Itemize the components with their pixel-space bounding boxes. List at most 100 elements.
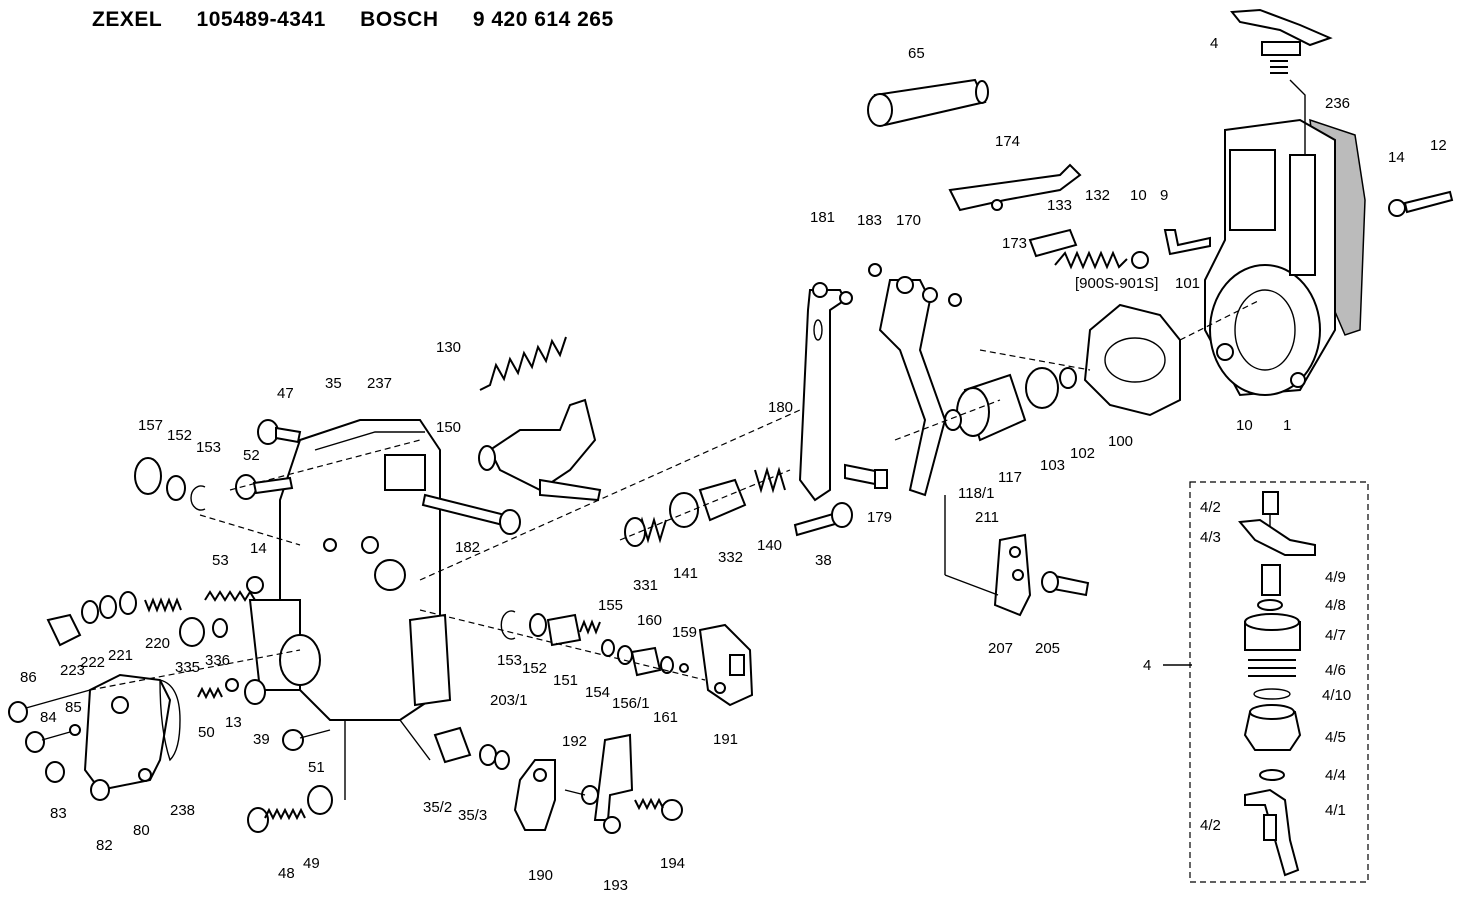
label-180: 180 [768,399,793,416]
label-153a: 153 [196,439,221,456]
part-52-screw [235,474,294,500]
header-brand-zexel: ZEXEL [92,8,163,31]
label-183: 183 [857,212,882,229]
part-85-washer [69,724,81,736]
label-152a: 152 [167,427,192,444]
part-193-bracket [593,733,634,834]
part-48-screw [247,807,306,833]
label-83: 83 [50,805,67,822]
label-51: 51 [308,759,325,776]
part-4-box [1189,481,1369,883]
label-80: 80 [133,822,150,839]
label-118: 118/1 [958,485,994,502]
part-191-block [698,623,754,707]
label-161: 161 [653,709,678,726]
label-14a: 14 [1388,149,1405,166]
part-83-screw [45,761,65,783]
label-205: 205 [1035,640,1060,657]
label-353: 35/3 [458,807,487,824]
part-160-sleeve [630,646,662,677]
label-k49: 4/9 [1325,569,1346,586]
label-332: 332 [718,549,743,566]
label-9: 9 [1160,187,1168,204]
assembly-lines [89,299,1261,800]
label-194: 194 [660,855,685,872]
label-102: 102 [1070,445,1095,462]
part-222-washer [81,600,99,624]
part-151-sleeve [546,613,582,647]
part-335-plug [179,617,205,647]
part-133-pin [1028,228,1078,258]
part-179-pin [844,463,888,489]
part-161-washer [660,656,674,674]
label-48: 48 [278,865,295,882]
part-190-lever [513,759,556,831]
part-51-screw [282,729,331,751]
part-35-3-ring [479,744,497,766]
label-82: 82 [96,837,113,854]
part-156-1-washer [617,645,633,665]
label-103: 103 [1040,457,1065,474]
part-153-clip [500,610,516,640]
label-k43: 4/3 [1200,529,1221,546]
part-140-spring [754,466,786,494]
label-k42a: 4/2 [1200,499,1221,516]
label-35: 35 [325,375,342,392]
part-174-lever [948,163,1082,212]
part-80-cover [83,673,172,792]
label-192: 192 [562,733,587,750]
label-220: 220 [145,635,170,652]
diagram-header: ZEXEL 105489-4341 BOSCH 9 420 614 265 [92,8,642,38]
label-207: 207 [988,640,1013,657]
label-156: 156/1 [612,695,650,712]
label-39: 39 [253,731,270,748]
label-100: 100 [1108,433,1133,450]
part-221b-washer [119,591,137,615]
label-k47: 4/7 [1325,627,1346,644]
label-1: 1 [1283,417,1291,434]
label-150: 150 [436,419,461,436]
label-170: 170 [896,212,921,229]
label-223: 223 [60,662,85,679]
label-101: 101 [1175,275,1200,292]
label-10b: 10 [1236,417,1253,434]
label-900: [900S-901S] [1075,275,1158,292]
label-191: 191 [713,731,738,748]
part-38-screw [793,502,853,537]
part-182-bolt [421,493,521,535]
label-238: 238 [170,802,195,819]
label-53: 53 [212,552,229,569]
label-331: 331 [633,577,658,594]
part-132-spring [1054,250,1128,270]
part-35-pump-body [248,419,452,721]
label-335: 335 [175,659,200,676]
label-174: 174 [995,133,1020,150]
label-173: 173 [1002,235,1027,252]
part-9-bracket [1131,229,1211,269]
label-152b: 152 [522,660,547,677]
label-47: 47 [277,385,294,402]
label-155: 155 [598,597,623,614]
part-332-nut [698,478,747,522]
part-181-lever [798,282,853,502]
label-130: 130 [436,339,461,356]
part-205-pin [1041,571,1090,597]
part-50-screw [197,686,223,700]
part-331-cap [624,517,646,547]
label-160: 160 [637,612,662,629]
label-49: 49 [303,855,320,872]
label-85: 85 [65,699,82,716]
part-150-lever [478,398,602,502]
part-238-gasket [159,679,181,762]
part-130-spring [479,336,567,391]
label-336: 336 [205,652,230,669]
label-k46: 4/6 [1325,662,1346,679]
part-4-top-lever [1230,8,1333,155]
part-141-nut [669,492,699,528]
label-190: 190 [528,867,553,884]
label-k45: 4/5 [1325,729,1346,746]
part-13-washer [225,678,239,692]
part-103-117-sleeve [944,367,1077,442]
label-221: 221 [108,647,133,664]
